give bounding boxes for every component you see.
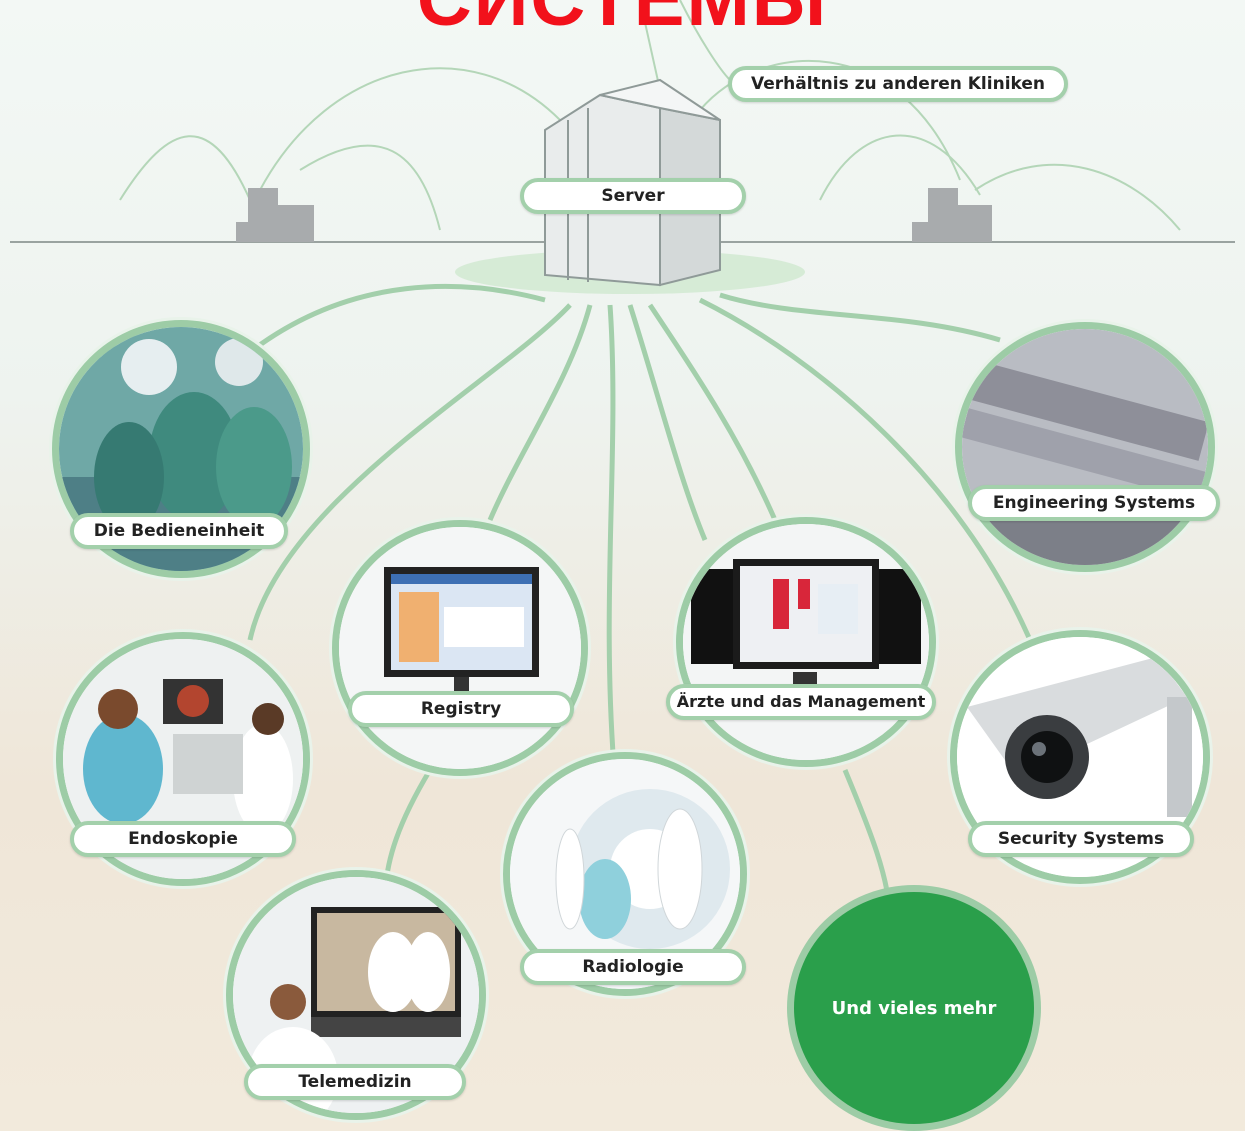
engineering-label: Engineering Systems [968, 485, 1220, 521]
left-building [236, 188, 314, 242]
security-node [950, 630, 1210, 884]
monitors-photo [683, 524, 929, 760]
relation-label: Verhältnis zu anderen Kliniken [728, 66, 1068, 102]
registry-node [332, 520, 588, 776]
more-label: Und vieles mehr [831, 997, 997, 1019]
right-building [912, 188, 992, 242]
engineering-node [955, 322, 1215, 572]
doctors-label: Ärzte und das Management [666, 684, 936, 720]
radiology-label: Radiologie [520, 949, 746, 985]
telemedicine-label: Telemedizin [244, 1064, 466, 1100]
page-title: СИСТЕМЫ [0, 0, 1245, 38]
spoke-connectors [238, 283, 1033, 921]
more-node: Und vieles mehr [787, 885, 1041, 1131]
monitor-photo [339, 527, 581, 769]
endoscopy-label: Endoskopie [70, 821, 296, 857]
network-arcs [119, 0, 1181, 231]
security-label: Security Systems [968, 821, 1194, 857]
operating-unit-label: Die Bedieneinheit [70, 513, 288, 549]
registry-label: Registry [348, 691, 574, 727]
server-label: Server [520, 178, 746, 214]
doctors-node [676, 517, 936, 767]
pipes-photo [962, 329, 1208, 565]
